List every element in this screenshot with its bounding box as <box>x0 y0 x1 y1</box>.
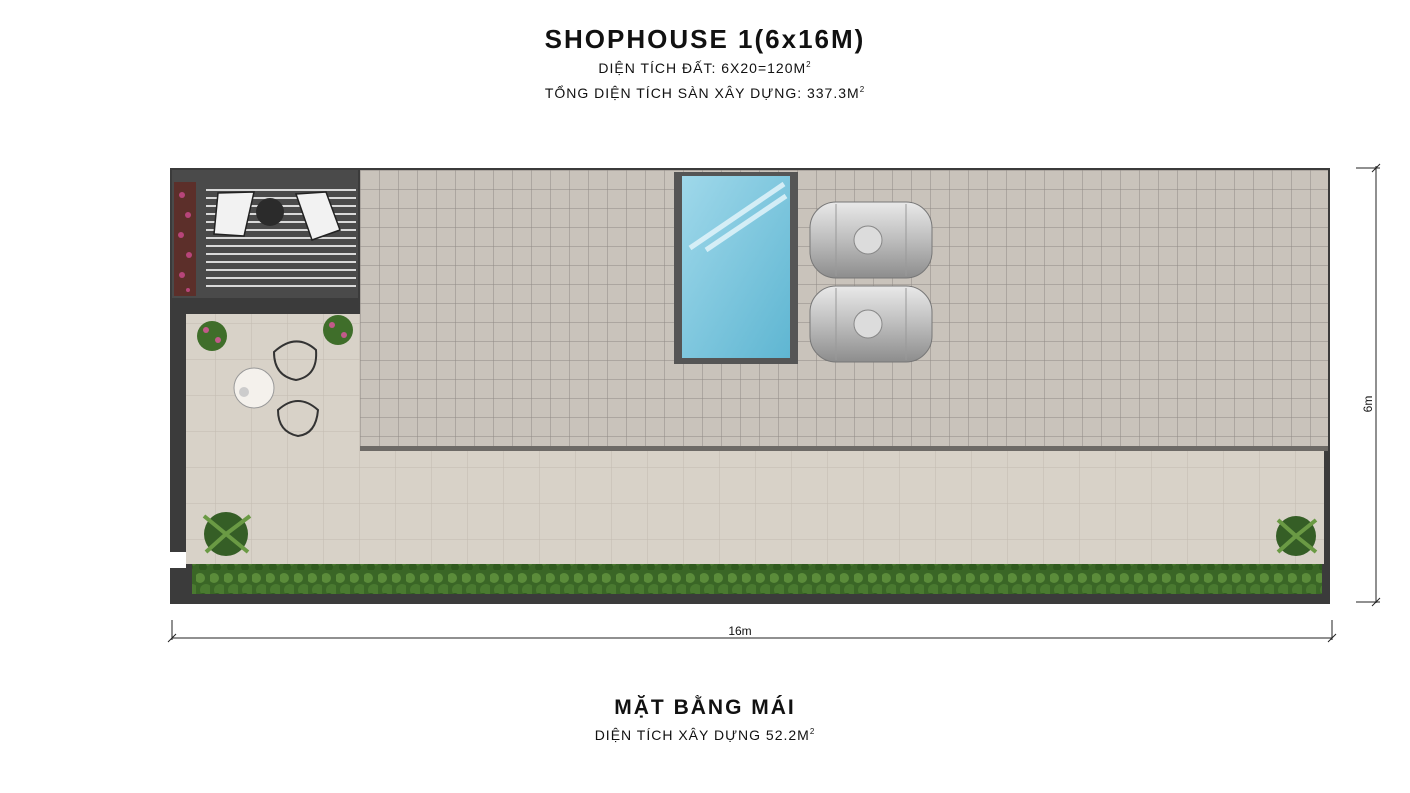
round-table-icon <box>233 367 275 409</box>
side-table-icon <box>256 198 284 226</box>
flower-bed-plants <box>178 192 192 292</box>
table-vase-icon <box>239 387 249 397</box>
depth-dimension-line <box>1356 163 1381 607</box>
hedge-planter <box>192 564 1322 594</box>
width-dimension-label: 16m <box>728 624 751 638</box>
terrace-walkway <box>186 450 1324 564</box>
sun-lounger-left-icon <box>213 191 255 237</box>
plan-title: MẶT BẰNG MÁI <box>614 696 796 719</box>
palm-plant-right-icon <box>1276 516 1318 556</box>
glass-reflection <box>688 181 788 253</box>
width-dimension-line <box>167 620 1337 643</box>
sun-lounger-right-icon <box>294 191 341 241</box>
floor-area-label: TỔNG DIỆN TÍCH SÀN XÂY DỰNG: 337.3M2 <box>544 85 866 101</box>
roof-edge <box>360 446 1328 451</box>
potted-plant-left-icon <box>197 321 227 351</box>
palm-plant-left-icon <box>202 512 252 556</box>
storage-tank-top-icon <box>809 201 933 279</box>
land-area-label: DIỆN TÍCH ĐẤT: 6X20=120M2 <box>598 60 812 76</box>
page-title: SHOPHOUSE 1(6x16M) <box>544 24 866 54</box>
chair-top-icon <box>272 340 318 382</box>
potted-plant-right-icon <box>323 315 353 345</box>
flower-bed <box>174 182 196 296</box>
storage-tank-bottom-icon <box>809 285 933 363</box>
wall-notch <box>170 552 186 568</box>
build-area-label: DIỆN TÍCH XÂY DỰNG 52.2M2 <box>594 727 816 743</box>
depth-dimension-label: 6m <box>1361 396 1375 413</box>
chair-bottom-icon <box>276 400 320 438</box>
